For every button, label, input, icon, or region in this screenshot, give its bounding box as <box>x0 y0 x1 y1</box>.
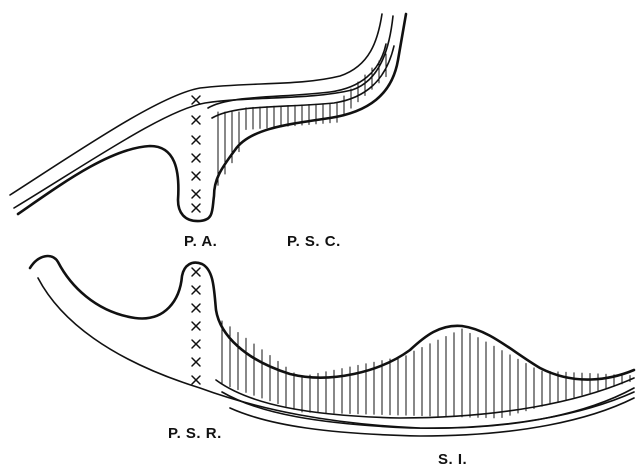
upper-structure <box>10 14 406 221</box>
upper-hatching <box>218 54 386 185</box>
lower-structure <box>30 256 634 436</box>
lower-hook-outline <box>30 256 634 380</box>
label-pa: P. A. <box>184 233 217 250</box>
label-psc: P. S. C. <box>287 233 341 250</box>
label-psr: P. S. R. <box>168 425 222 442</box>
upper-x-marks <box>192 96 200 212</box>
upper-channel-line-1 <box>208 44 386 108</box>
lower-outer-line-3 <box>222 392 634 428</box>
label-si: S. I. <box>438 451 467 468</box>
lower-x-marks <box>192 268 200 384</box>
